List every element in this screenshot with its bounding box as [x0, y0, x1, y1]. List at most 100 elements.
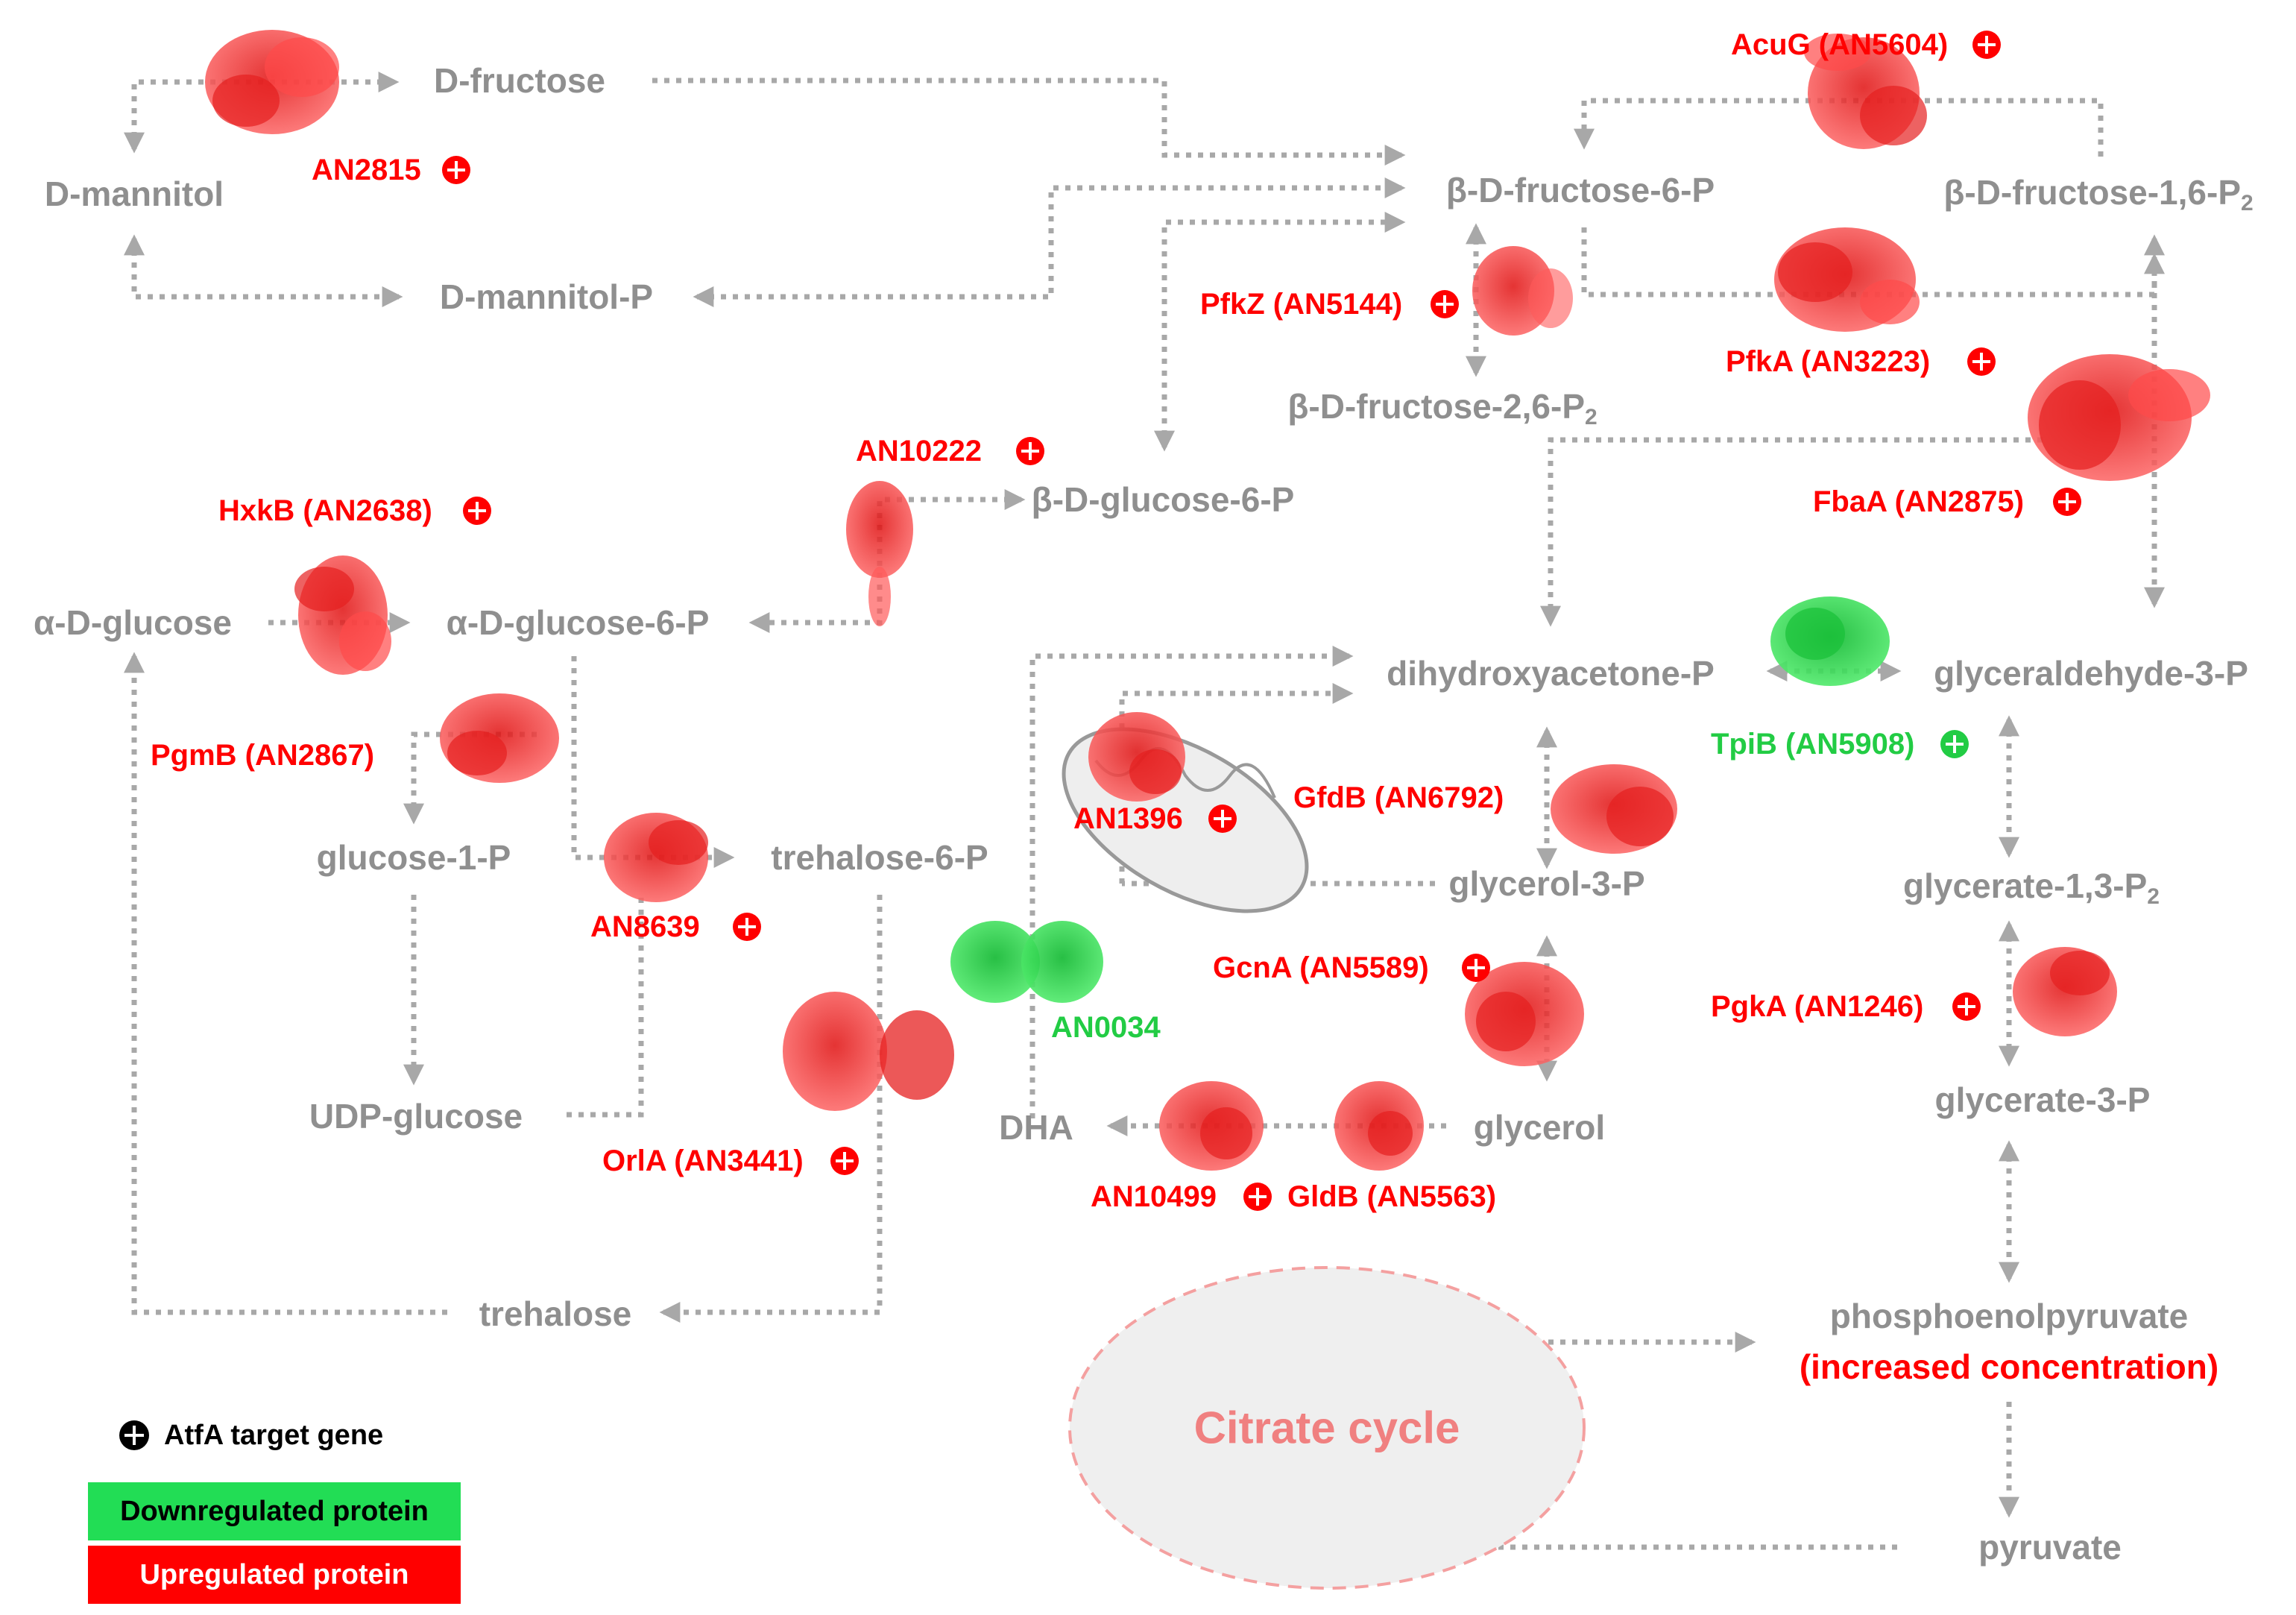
- metabolite-d-mannitol-p: D-mannitol-P: [440, 277, 653, 316]
- enzyme-hxkb: HxkB (AN2638): [218, 494, 491, 527]
- metabolite-glycerol-3p: glycerol-3-P: [1448, 864, 1644, 903]
- enzyme-label: PgkA (AN1246): [1711, 990, 1923, 1023]
- atfa-target-icon: [1967, 347, 1996, 376]
- metabolite-b-glucose-6p: β-D-glucose-6-P: [1032, 480, 1295, 519]
- enzyme-label: AN2815: [312, 154, 421, 186]
- atfa-target-icon: [1972, 31, 2001, 59]
- path-g6p-f6p: [1154, 212, 1406, 452]
- metabolite-b-fructose-6p: β-D-fructose-6-P: [1446, 171, 1715, 210]
- protein-an10222: [846, 481, 913, 626]
- legend-down-swatch: [88, 1482, 461, 1540]
- enzyme-label: AN1396: [1073, 802, 1183, 835]
- citrate-cycle: Citrate cycle: [1068, 1266, 1586, 1590]
- path-udp-t6p: [567, 895, 644, 1118]
- atfa-target-icon: [1208, 805, 1237, 833]
- path-fbaa-dhap: [1540, 437, 2043, 627]
- legend: AtfA target gene Downregulated protein U…: [88, 1420, 461, 1604]
- atfa-target-icon: [1243, 1183, 1272, 1211]
- enzyme-acug: AcuG (AN5604): [1731, 28, 2001, 61]
- enzyme-label: AN0034: [1051, 1011, 1161, 1044]
- atfa-target-icon: [1952, 992, 1981, 1021]
- legend-up-label: Upregulated protein: [139, 1559, 409, 1590]
- enzyme-label: PfkZ (AN5144): [1200, 288, 1402, 321]
- protein-pgka: [2013, 947, 2117, 1036]
- enzyme-pgmb: PgmB (AN2867): [151, 739, 374, 772]
- metabolite-trehalose: trehalose: [479, 1294, 632, 1333]
- subscript: 2: [1585, 405, 1598, 429]
- atfa-target-icon: [2053, 488, 2081, 516]
- protein-an1396: [1088, 712, 1185, 802]
- enzyme-an2815: AN2815: [312, 154, 470, 186]
- metabolite-pyruvate: pyruvate: [1978, 1528, 2122, 1567]
- atfa-target-icon: [1462, 954, 1490, 982]
- atfa-target-icon: [1940, 730, 1969, 758]
- path-mannitolp-f6p: [693, 177, 1406, 307]
- enzyme-label: TpiB (AN5908): [1711, 728, 1914, 761]
- path-mannitol-mannitolp: [124, 234, 403, 307]
- enzyme-label: GcnA (AN5589): [1213, 951, 1429, 984]
- protein-gcna: [1465, 962, 1584, 1066]
- path-t6p-trehalose: [659, 895, 883, 1323]
- enzyme-gldb: GldB (AN5563): [1287, 1180, 1496, 1213]
- enzyme-an10499: AN10499: [1091, 1180, 1272, 1213]
- protein-orla: [783, 992, 954, 1111]
- enzyme-tpib: TpiB (AN5908): [1711, 728, 1969, 761]
- metabolite-glycerol: glycerol: [1474, 1108, 1605, 1147]
- enzyme-pgka: PgkA (AN1246): [1711, 990, 1981, 1023]
- enzyme-an1396: AN1396: [1073, 802, 1237, 835]
- enzyme-label: HxkB (AN2638): [218, 494, 432, 527]
- protein-pgmb: [440, 693, 559, 783]
- protein-an0034: [950, 921, 1103, 1003]
- citrate-cycle-label: Citrate cycle: [1194, 1403, 1460, 1453]
- enzyme-label: PfkA (AN3223): [1726, 345, 1930, 378]
- metabolite-a-glucose-6p: α-D-glucose-6-P: [447, 603, 710, 642]
- enzyme-an8639: AN8639: [590, 910, 761, 943]
- protein-fbaa: [2028, 354, 2210, 481]
- atfa-target-icon: [733, 913, 761, 941]
- atfa-target-icon: [1016, 437, 1044, 465]
- path-fructose-f6p: [652, 78, 1406, 166]
- atfa-target-icon: [1431, 290, 1459, 318]
- enzyme-label: GldB (AN5563): [1287, 1180, 1496, 1213]
- metabolite-d-mannitol: D-mannitol: [45, 174, 224, 213]
- legend-up-swatch: [88, 1546, 461, 1604]
- metabolite-b-fructose-26p2: β-D-fructose-2,6-P2: [1287, 387, 1597, 429]
- protein-gfdb: [1551, 764, 1677, 854]
- protein-an8639: [604, 813, 708, 902]
- enzyme-label: AN10499: [1091, 1180, 1217, 1213]
- enzyme-orla: OrlA (AN3441): [602, 1145, 859, 1177]
- protein-acug: [1804, 34, 1927, 149]
- protein-an2815: [205, 30, 339, 134]
- metabolites: D-fructose D-mannitol D-mannitol-P β-D-f…: [34, 61, 2254, 1567]
- enzyme-label: GfdB (AN6792): [1293, 781, 1504, 814]
- protein-tpib: [1770, 596, 1890, 686]
- atfa-target-icon: [119, 1420, 149, 1450]
- enzymes: AN2815 AcuG (AN5604) PfkZ (AN5144) PfkA …: [151, 28, 2081, 1213]
- enzyme-label: AN8639: [590, 910, 700, 943]
- subscript: 2: [2147, 884, 2160, 909]
- enzyme-fbaa: FbaA (AN2875): [1813, 485, 2081, 518]
- metabolite-dha: DHA: [999, 1108, 1073, 1147]
- protein-pfka: [1774, 227, 1920, 332]
- enzyme-label: FbaA (AN2875): [1813, 485, 2024, 518]
- enzyme-gfdb: GfdB (AN6792): [1293, 781, 1504, 814]
- metabolite-trehalose-6p: trehalose-6-P: [771, 838, 988, 877]
- metabolite-glycerate-13p2: glycerate-1,3-P2: [1903, 866, 2160, 909]
- metabolite-gap: glyceraldehyde-3-P: [1934, 654, 2248, 693]
- enzyme-pfkz: PfkZ (AN5144): [1200, 288, 1459, 321]
- metabolite-udp-glucose: UDP-glucose: [309, 1097, 523, 1136]
- enzyme-label: PgmB (AN2867): [151, 739, 374, 772]
- metabolite-pep: phosphoenolpyruvate: [1830, 1297, 2188, 1335]
- metabolite-a-glucose: α-D-glucose: [34, 603, 232, 642]
- atfa-target-icon: [463, 497, 491, 525]
- path-trehalose-aglucose: [124, 652, 447, 1315]
- metabolite-glucose-1p: glucose-1-P: [317, 838, 511, 877]
- enzyme-an10222: AN10222: [856, 435, 1044, 468]
- protein-gldb: [1334, 1081, 1424, 1171]
- legend-target-label: AtfA target gene: [164, 1420, 383, 1451]
- legend-down-label: Downregulated protein: [120, 1496, 429, 1527]
- pep-increased-note: (increased concentration): [1800, 1347, 2218, 1386]
- protein-structures: [205, 30, 2210, 1171]
- enzyme-label: OrlA (AN3441): [602, 1145, 804, 1177]
